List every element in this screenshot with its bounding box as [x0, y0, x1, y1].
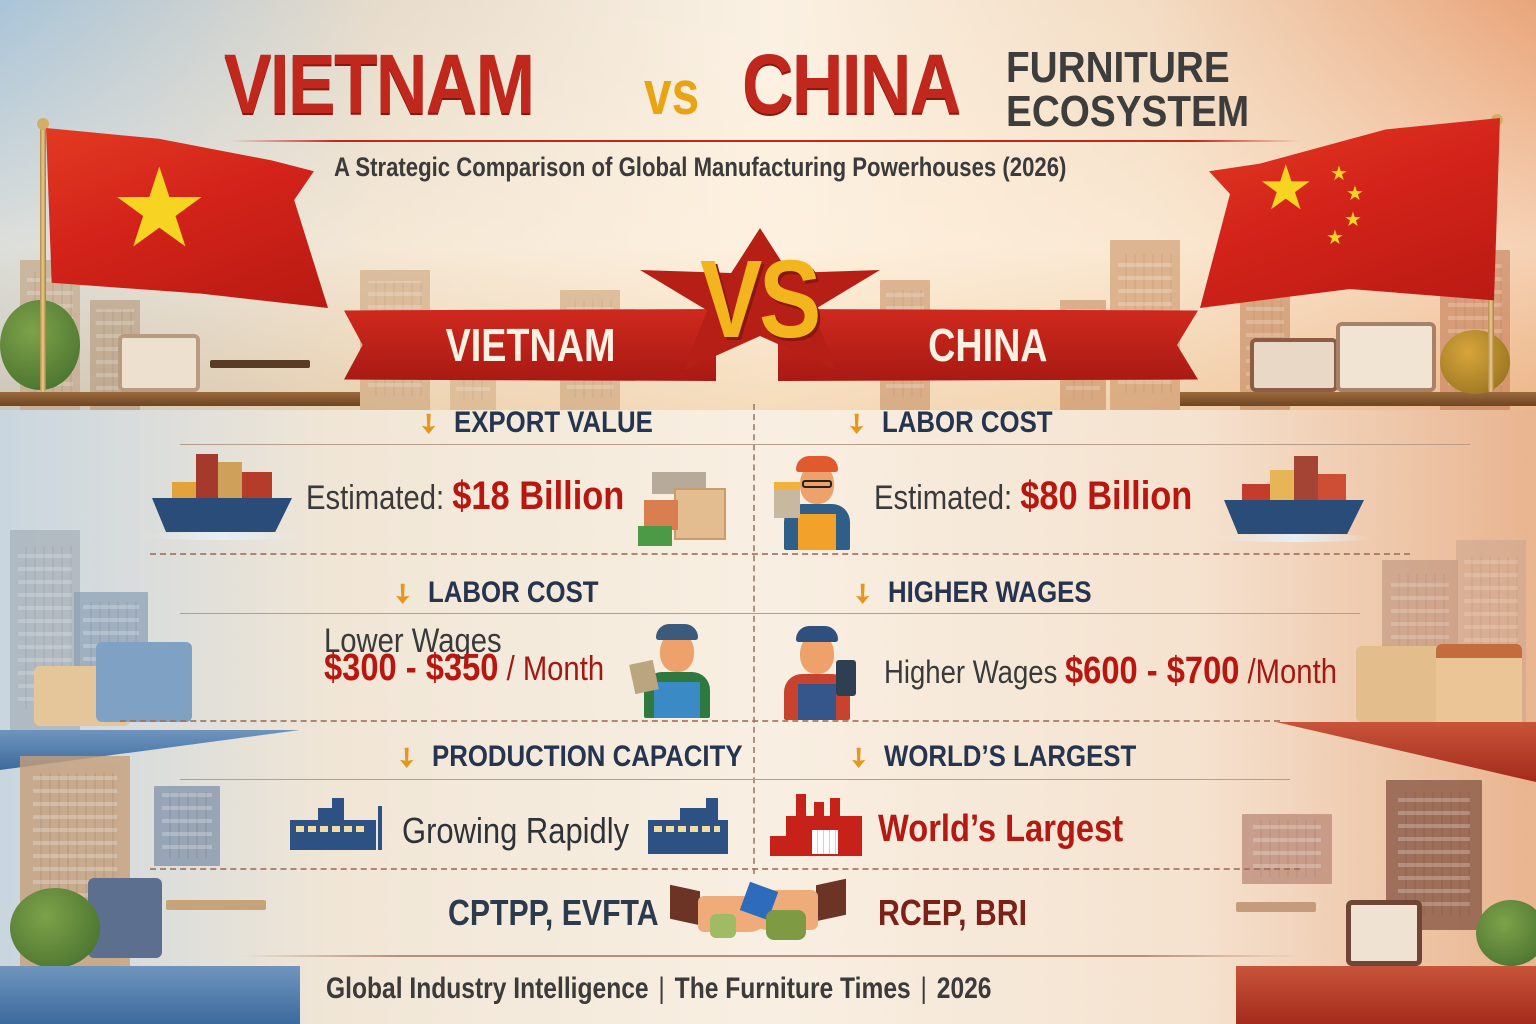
footer-year: 2026	[936, 972, 992, 1005]
armchair-icon	[96, 642, 192, 722]
section-heading-labor-cost-vietnam: ➘ LABOR COST	[384, 574, 599, 611]
cargo-ship-icon	[142, 454, 302, 540]
footer-source: Global Industry Intelligence	[326, 972, 649, 1005]
tree-icon	[10, 888, 100, 968]
armchair-icon	[1346, 900, 1422, 966]
shipping-boxes-icon	[638, 472, 728, 546]
shrub-icon	[1440, 330, 1510, 394]
subtitle: A Strategic Comparison of Global Manufac…	[334, 152, 1067, 182]
main-title: VIETNAM vs CHINA FURNITURE ECOSYSTEM	[222, 36, 1302, 146]
cargo-ship-icon	[1214, 456, 1374, 542]
wages-vietnam: Lower Wages $300 - $350 / Month	[324, 622, 605, 689]
arrow-icon: ➘	[844, 574, 882, 611]
worker-with-cash-icon	[629, 618, 722, 718]
vietnam-side-scene	[0, 520, 300, 1024]
title-china: CHINA	[742, 37, 961, 131]
row-rule	[180, 779, 1290, 780]
wages-china: Higher Wages $600 - $700 /Month	[884, 650, 1337, 692]
row-rule	[180, 444, 1470, 445]
china-banner: CHINA	[778, 309, 1198, 381]
arrow-icon: ➘	[384, 574, 422, 611]
factory-red-icon	[770, 794, 866, 858]
row-divider	[120, 720, 1280, 722]
wage-range: $600 - $700	[1064, 650, 1240, 692]
production-capacity-vietnam: Growing Rapidly	[402, 810, 630, 851]
trade-agreements-china: RCEP, BRI	[878, 892, 1028, 933]
ground-right	[1180, 392, 1536, 406]
chair-icon	[88, 878, 162, 958]
armchair-icon	[1336, 322, 1436, 392]
star-icon: ★	[1330, 163, 1348, 185]
star-icon: ★	[1326, 227, 1344, 249]
table-icon	[166, 900, 266, 910]
row-rule	[180, 613, 1360, 614]
worker-with-bag-icon	[772, 620, 862, 720]
title-vietnam: VIETNAM	[224, 37, 535, 131]
vs-text: VS	[700, 238, 821, 361]
footer-divider	[240, 955, 1300, 957]
title-furniture-ecosystem: FURNITURE ECOSYSTEM	[1006, 46, 1249, 134]
vietnam-banner-label: VIETNAM	[445, 319, 615, 371]
table-icon	[1236, 902, 1316, 912]
sofa-icon	[1436, 644, 1522, 728]
flagpole-left	[40, 124, 46, 392]
worker-with-box-icon	[772, 450, 862, 550]
trade-agreements-vietnam: CPTPP, EVFTA	[448, 892, 659, 933]
title-divider	[230, 140, 1300, 142]
production-capacity-china: World’s Largest	[878, 808, 1124, 850]
title-vs: vs	[644, 59, 700, 128]
section-heading-production-capacity: ➘ PRODUCTION CAPACITY	[388, 738, 743, 775]
footer-publication: The Furniture Times	[674, 972, 911, 1005]
china-banner-label: CHINA	[928, 319, 1048, 371]
factory-blue-icon	[290, 798, 390, 854]
chair-icon	[1356, 646, 1442, 722]
china-side-scene	[1236, 520, 1536, 1024]
armchair-icon	[118, 334, 200, 392]
title-line-2: ECOSYSTEM	[1006, 87, 1250, 136]
export-value-amount: $18 Billion	[452, 474, 625, 518]
section-heading-higher-wages: ➘ HIGHER WAGES	[844, 574, 1092, 611]
star-icon: ★	[110, 147, 209, 270]
wage-range: $300 - $350	[324, 647, 499, 689]
arrow-icon: ➘	[840, 738, 878, 775]
footer: Global Industry Intelligence|The Furnitu…	[326, 972, 992, 1005]
flagpole-knob	[37, 118, 49, 130]
row-divider	[150, 553, 1410, 555]
export-value-vietnam: Estimated: $18 Billion	[306, 474, 625, 518]
factory-blue-icon	[648, 798, 732, 854]
title-line-1: FURNITURE	[1006, 43, 1230, 92]
center-divider	[753, 404, 755, 874]
row-divider	[150, 868, 1300, 870]
handshake-icon	[670, 878, 846, 956]
vietnam-banner: VIETNAM	[344, 309, 716, 381]
sofa-icon	[1250, 338, 1338, 392]
shrub-icon	[1476, 900, 1536, 966]
section-heading-worlds-largest: ➘ WORLD’S LARGEST	[840, 738, 1137, 775]
section-heading-labor-cost-china: ➘ LABOR COST	[838, 404, 1053, 441]
star-icon: ★	[1258, 154, 1314, 223]
export-value-amount: $80 Billion	[1020, 474, 1193, 518]
vs-badge: VS	[640, 228, 880, 378]
arrow-icon: ➘	[388, 738, 426, 775]
coffee-table-icon	[210, 360, 310, 368]
star-icon: ★	[1344, 209, 1362, 231]
export-value-china: Estimated: $80 Billion	[874, 474, 1193, 518]
ground-left	[0, 392, 360, 406]
section-heading-export-value: ➘ EXPORT VALUE	[410, 404, 653, 441]
star-icon: ★	[1346, 183, 1364, 205]
